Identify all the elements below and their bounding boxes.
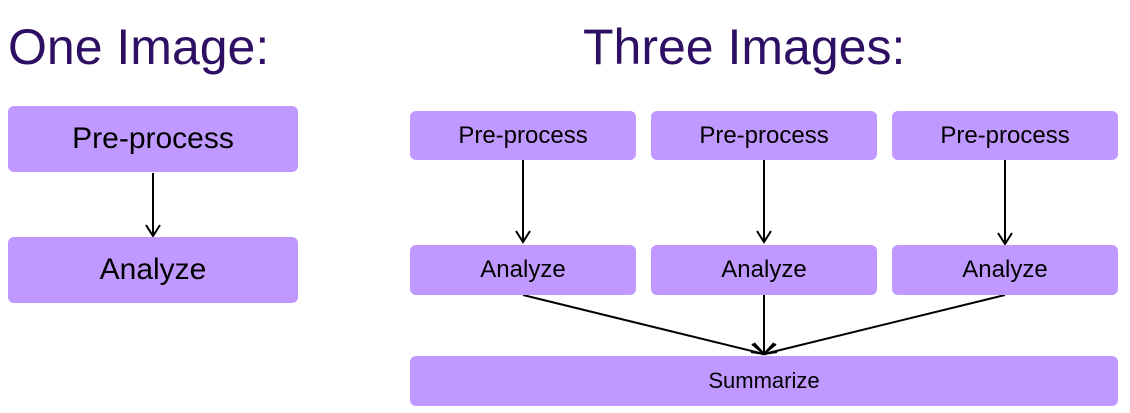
summary-arrow-head-right: [761, 342, 778, 356]
col3-analyze-box: Analyze: [892, 245, 1118, 295]
preprocess-label: Pre-process: [72, 122, 234, 155]
col2-preprocess-box: Pre-process: [651, 111, 877, 160]
summarize-label: Summarize: [708, 368, 820, 393]
col3-arrow-head: [997, 232, 1013, 246]
analyze-label: Analyze: [480, 256, 566, 283]
col3-preprocess-box: Pre-process: [892, 111, 1118, 160]
one-image-analyze-box: Analyze: [8, 237, 298, 303]
col1-arrow-head: [515, 230, 531, 244]
col1-preprocess-box: Pre-process: [410, 111, 636, 160]
analyze-label: Analyze: [721, 256, 807, 283]
three-images-title: Three Images:: [583, 19, 906, 75]
col1-analyze-box: Analyze: [410, 245, 636, 295]
col2-arrow-head: [756, 230, 772, 244]
col1-summary-arrow: [522, 294, 765, 355]
col3-summary-arrow: [763, 294, 1006, 355]
col2-analyze-box: Analyze: [651, 245, 877, 295]
one-image-preprocess-box: Pre-process: [8, 106, 298, 172]
one-image-title: One Image:: [8, 19, 270, 75]
preprocess-label: Pre-process: [940, 121, 1070, 149]
one-image-arrow-head: [145, 224, 161, 238]
analyze-label: Analyze: [99, 253, 207, 286]
preprocess-label: Pre-process: [699, 121, 829, 149]
preprocess-label: Pre-process: [458, 121, 588, 149]
analyze-label: Analyze: [962, 256, 1048, 283]
summarize-box: Summarize: [410, 356, 1118, 406]
